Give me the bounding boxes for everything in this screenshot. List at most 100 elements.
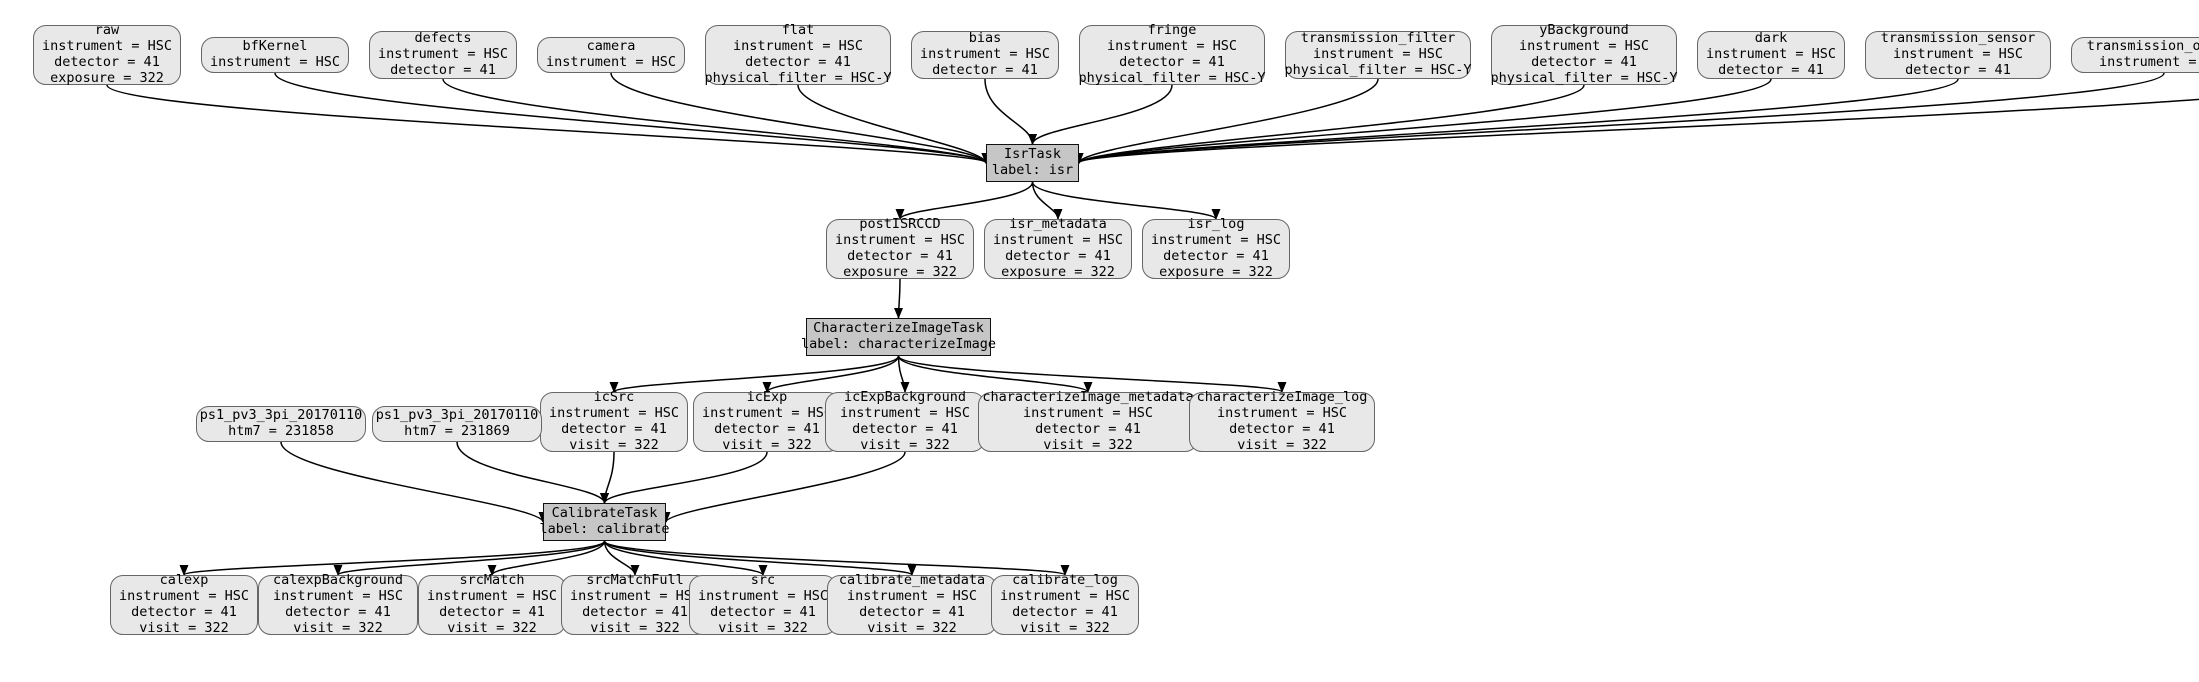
node-attribute-line: instrument = HSC xyxy=(118,588,250,605)
node-attribute-line: instrument = HSC xyxy=(919,46,1051,63)
edge-icSrc-to-CalibrateTask xyxy=(600,451,615,504)
node-attribute-line: visit = 322 xyxy=(139,619,229,636)
node-title: src xyxy=(750,572,776,589)
node-title: defects xyxy=(414,30,472,47)
node-attribute-line: detector = 41 xyxy=(1012,604,1118,620)
node-attribute-line: detector = 41 xyxy=(745,54,851,70)
node-attribute-line: visit = 322 xyxy=(293,619,383,636)
node-title: bias xyxy=(968,30,1002,47)
node-title: icExp xyxy=(746,389,788,406)
node-title: transmission_filter xyxy=(1300,30,1456,47)
node-attribute-line: physical_filter = HSC-Y xyxy=(1078,69,1266,86)
node-title: calibrate_log xyxy=(1012,572,1118,589)
node-attribute-line: detector = 41 xyxy=(390,61,496,78)
node-attribute-line: label: isr xyxy=(991,162,1074,178)
node-attribute-line: detector = 41 xyxy=(285,604,391,620)
node-attribute-line: instrument = HSC xyxy=(1022,405,1154,422)
node-attribute-line: detector = 41 xyxy=(1718,61,1824,78)
node-title: CharacterizeImageTask xyxy=(813,320,984,337)
node-attribute-line: instrument = HSC xyxy=(2098,54,2199,70)
node-attribute-line: instrument = HSC xyxy=(569,588,701,605)
node-attribute-line: instrument = HSC xyxy=(426,588,558,605)
node-attribute-line: exposure = 322 xyxy=(843,263,957,280)
node-title: srcMatch xyxy=(459,572,525,589)
node-attribute-line: instrument = HSC xyxy=(999,588,1131,605)
node-attribute-line: label: characterizeImage xyxy=(800,336,997,352)
node-title: IsrTask xyxy=(1004,146,1061,163)
node-title: calexp xyxy=(159,572,209,589)
node-attribute-line: detector = 41 xyxy=(1035,421,1141,437)
node-attribute-line: instrument = HSC xyxy=(839,405,971,422)
node-attribute-line: detector = 41 xyxy=(859,604,965,620)
node-attribute-line: instrument = HSC xyxy=(377,46,509,63)
node-attribute-line: detector = 41 xyxy=(582,604,688,620)
node-attribute-line: detector = 41 xyxy=(1905,61,2011,78)
node-attribute-line: exposure = 322 xyxy=(50,69,164,86)
node-attribute-line: visit = 322 xyxy=(590,619,680,636)
node-attribute-line: instrument = HSC xyxy=(41,38,173,55)
edge-CharacterizeImageTask-to-icExp xyxy=(762,355,900,393)
node-title: raw xyxy=(94,22,120,39)
node-attribute-line: detector = 41 xyxy=(439,604,545,620)
node-attribute-line: visit = 322 xyxy=(718,619,808,636)
node-attribute-line: detector = 41 xyxy=(131,604,237,620)
node-title: transmission_optics xyxy=(2086,38,2199,55)
dataset-node-transmission_optics[interactable]: transmission_opticsinstrument = HSC xyxy=(2071,37,2199,73)
node-attribute-line: detector = 41 xyxy=(1163,248,1269,264)
node-title: calexpBackground xyxy=(272,572,404,589)
edge-CalibrateTask-to-calibrate_metadata xyxy=(603,540,917,576)
edge-CharacterizeImageTask-to-icExpBackground xyxy=(897,355,910,393)
node-attribute-line: instrument = HSC xyxy=(834,232,966,249)
node-title: postISRCCD xyxy=(859,216,941,233)
node-attribute-line: detector = 41 xyxy=(714,421,820,437)
node-attribute-line: htm7 = 231869 xyxy=(404,423,510,439)
node-title: camera xyxy=(586,38,636,55)
edge-CharacterizeImageTask-to-characterizeImage_metadata xyxy=(897,355,1093,393)
edge-transmission_sensor-to-IsrTask xyxy=(1074,78,1959,164)
node-attribute-line: detector = 41 xyxy=(852,421,958,437)
node-title: calibrate_metadata xyxy=(838,572,986,589)
node-attribute-line: instrument = HSC xyxy=(1518,38,1650,55)
node-title: icSrc xyxy=(593,389,635,406)
node-title: icExpBackground xyxy=(844,389,966,406)
edge-fringe-to-IsrTask xyxy=(1028,84,1173,145)
node-attribute-line: visit = 322 xyxy=(1020,619,1110,636)
edge-CalibrateTask-to-srcMatch xyxy=(487,540,606,576)
edge-IsrTask-to-postISRCCD xyxy=(895,181,1034,220)
node-attribute-line: detector = 41 xyxy=(561,421,667,437)
edge-transmission_filter-to-IsrTask xyxy=(1074,78,1379,164)
node-title: ps1_pv3_3pi_20170110 xyxy=(375,407,539,424)
